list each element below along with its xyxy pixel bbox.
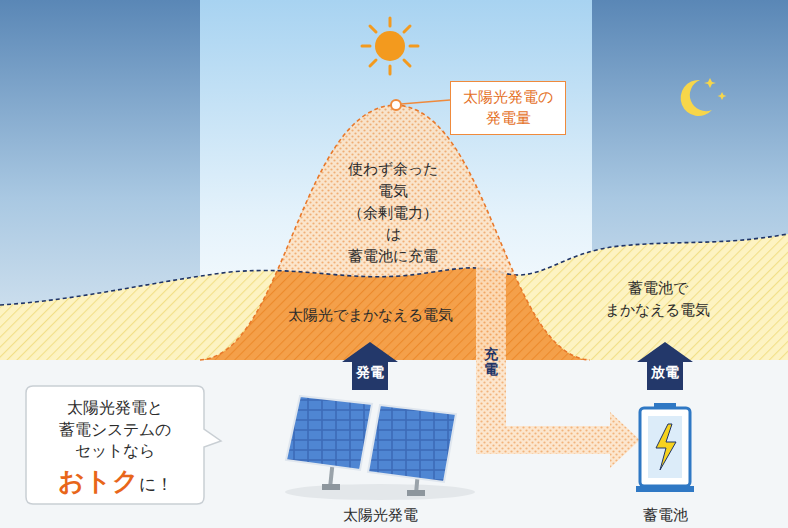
peak-marker (391, 100, 401, 110)
bubble-highlight-line: おトクに！ (25, 464, 205, 499)
callout-text: 太陽光発電の 発電量 (463, 87, 553, 129)
arrow-label: 発電 (342, 342, 398, 382)
discharge-arrow: 放電 (637, 342, 693, 390)
leader-line (401, 100, 450, 104)
charge-label: 充電 (484, 347, 498, 378)
solar-panel-node: 太陽光発電 (280, 385, 480, 525)
generation-arrow: 発電 (342, 342, 398, 390)
sun-icon (362, 18, 418, 74)
area-label: 太陽光でまかなえる電気 (288, 305, 453, 327)
surplus-note: 使わず余った 電気（余剰電力）は 蓄電池に充電 (348, 159, 438, 268)
part-label: 太陽光発電 (280, 506, 480, 525)
solar-panel-illustration (285, 396, 475, 500)
callout-box: 太陽光発電の 発電量 (450, 81, 566, 135)
part-label: 蓄電池 (615, 506, 715, 525)
bubble-text: に！ (139, 474, 173, 494)
charge-band (476, 262, 640, 468)
area-label: 蓄電池で まかなえる電気 (605, 278, 710, 322)
highlight-text: おトク (58, 466, 139, 496)
generation-outline (200, 105, 590, 360)
battery-illustration (636, 403, 694, 492)
speech-bubble: 太陽光発電と 蓄電システムの セットならおトクに！ (25, 385, 205, 505)
arrow-label: 放電 (637, 342, 693, 382)
bubble-text: 太陽光発電と 蓄電システムの セットなら (59, 397, 171, 462)
moon-icon (681, 78, 727, 116)
battery-node: 蓄電池 (615, 398, 715, 525)
